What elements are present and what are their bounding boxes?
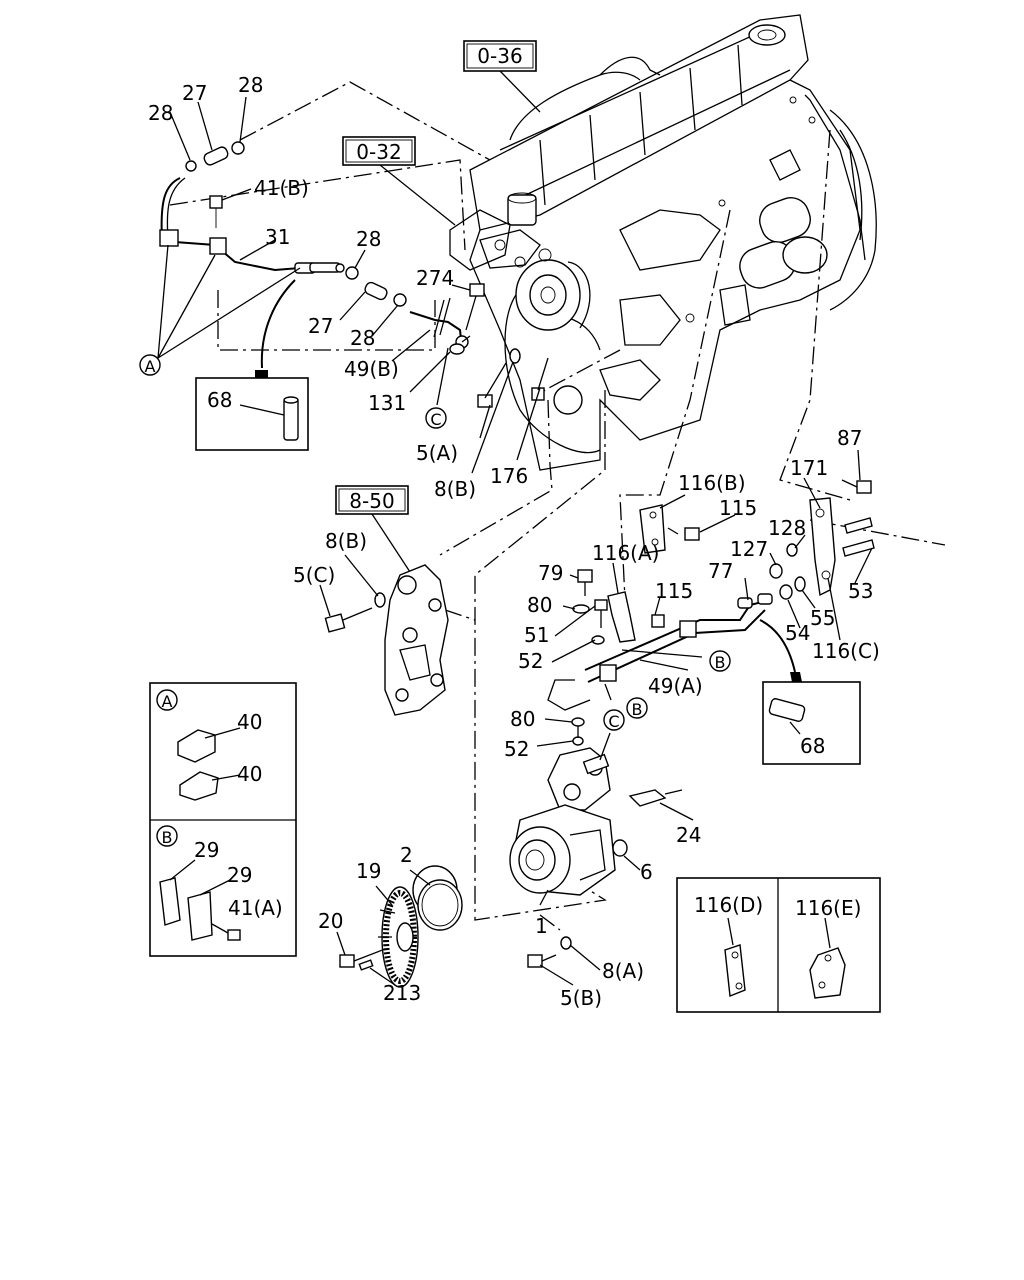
callout-68: 68	[800, 734, 825, 758]
callout-29: 29	[227, 863, 252, 887]
callout-77: 77	[708, 559, 733, 583]
callout-53: 53	[848, 579, 873, 603]
callout-80: 80	[527, 593, 552, 617]
detail-box-A-B	[149, 682, 297, 957]
callout-40: 40	[237, 762, 262, 786]
callout-49b: 49(B)	[344, 357, 399, 381]
callout-79: 79	[538, 561, 563, 585]
callout-116c: 116(C)	[812, 639, 880, 663]
circled-markers: A C B B C A B	[139, 354, 731, 847]
callout-116b: 116(B)	[678, 471, 746, 495]
callout-52: 52	[504, 737, 529, 761]
callout-28: 28	[350, 326, 375, 350]
pipe-49a-assembly	[547, 479, 875, 711]
callout-8a: 8(A)	[602, 959, 644, 983]
callout-31: 31	[265, 225, 290, 249]
callout-128: 128	[768, 516, 806, 540]
callout-8b: 8(B)	[434, 477, 476, 501]
callout-55: 55	[810, 606, 835, 630]
variant-label-116d: 116(D)	[694, 893, 763, 917]
callout-171: 171	[790, 456, 828, 480]
callout-28: 28	[356, 227, 381, 251]
callout-27: 27	[308, 314, 333, 338]
callout-176: 176	[490, 464, 528, 488]
callout-1: 1	[535, 914, 548, 938]
pipe-31-assembly	[159, 141, 549, 408]
callout-27: 27	[182, 81, 207, 105]
callout-116a: 116(A)	[592, 541, 659, 565]
reference-label: 0-32	[356, 140, 401, 164]
callout-41a: 41(A)	[228, 896, 283, 920]
variant-label-116e: 116(E)	[795, 896, 861, 920]
detail-box-68-top: 68	[195, 279, 309, 451]
callout-2: 2	[400, 843, 413, 867]
circle-marker-a: A	[145, 357, 156, 376]
circle-marker-c: C	[608, 712, 619, 731]
callout-213: 213	[383, 981, 421, 1005]
callout-274: 274	[416, 266, 454, 290]
callout-40: 40	[237, 710, 262, 734]
callout-41b: 41(B)	[254, 176, 309, 200]
callout-5c: 5(C)	[293, 563, 335, 587]
callout-87: 87	[837, 426, 862, 450]
air-compressor	[509, 717, 683, 968]
callout-54: 54	[785, 621, 810, 645]
leader-lines	[157, 96, 873, 986]
reference-box-0-36: 0-36	[463, 40, 541, 113]
callout-labels: 28 27 28 41(B) 31 28 274 27 28 49(B) 131…	[148, 73, 880, 1010]
engine-block	[449, 14, 877, 471]
circle-marker-b: B	[162, 828, 173, 847]
reference-box-0-32: 0-32	[342, 136, 456, 226]
callout-68: 68	[207, 388, 232, 412]
mounting-bracket-8-50	[324, 564, 449, 716]
callout-19: 19	[356, 859, 381, 883]
gear-19	[339, 865, 463, 988]
callout-28: 28	[238, 73, 263, 97]
callout-8b: 8(B)	[325, 529, 367, 553]
callout-6: 6	[640, 860, 653, 884]
callout-80: 80	[510, 707, 535, 731]
callout-5a: 5(A)	[416, 441, 458, 465]
callout-5b: 5(B)	[560, 986, 602, 1010]
reference-label: 0-36	[477, 44, 522, 68]
callout-28: 28	[148, 101, 173, 125]
callout-115: 115	[655, 579, 693, 603]
circle-marker-a: A	[162, 692, 173, 711]
callout-127: 127	[730, 537, 768, 561]
reference-box-8-50: 8-50	[335, 485, 413, 576]
callout-29: 29	[194, 838, 219, 862]
circle-marker-b: B	[632, 700, 643, 719]
reference-label: 8-50	[349, 489, 394, 513]
callout-49a: 49(A)	[648, 674, 703, 698]
callout-20: 20	[318, 909, 343, 933]
callout-131: 131	[368, 391, 406, 415]
detail-box-116-variants	[676, 877, 881, 1013]
callout-24: 24	[676, 823, 701, 847]
circle-marker-c: C	[430, 410, 441, 429]
callout-51: 51	[524, 623, 549, 647]
detail-box-68-right: 68	[759, 619, 861, 765]
callout-115: 115	[719, 496, 757, 520]
callout-52: 52	[518, 649, 543, 673]
circle-marker-b: B	[715, 653, 726, 672]
